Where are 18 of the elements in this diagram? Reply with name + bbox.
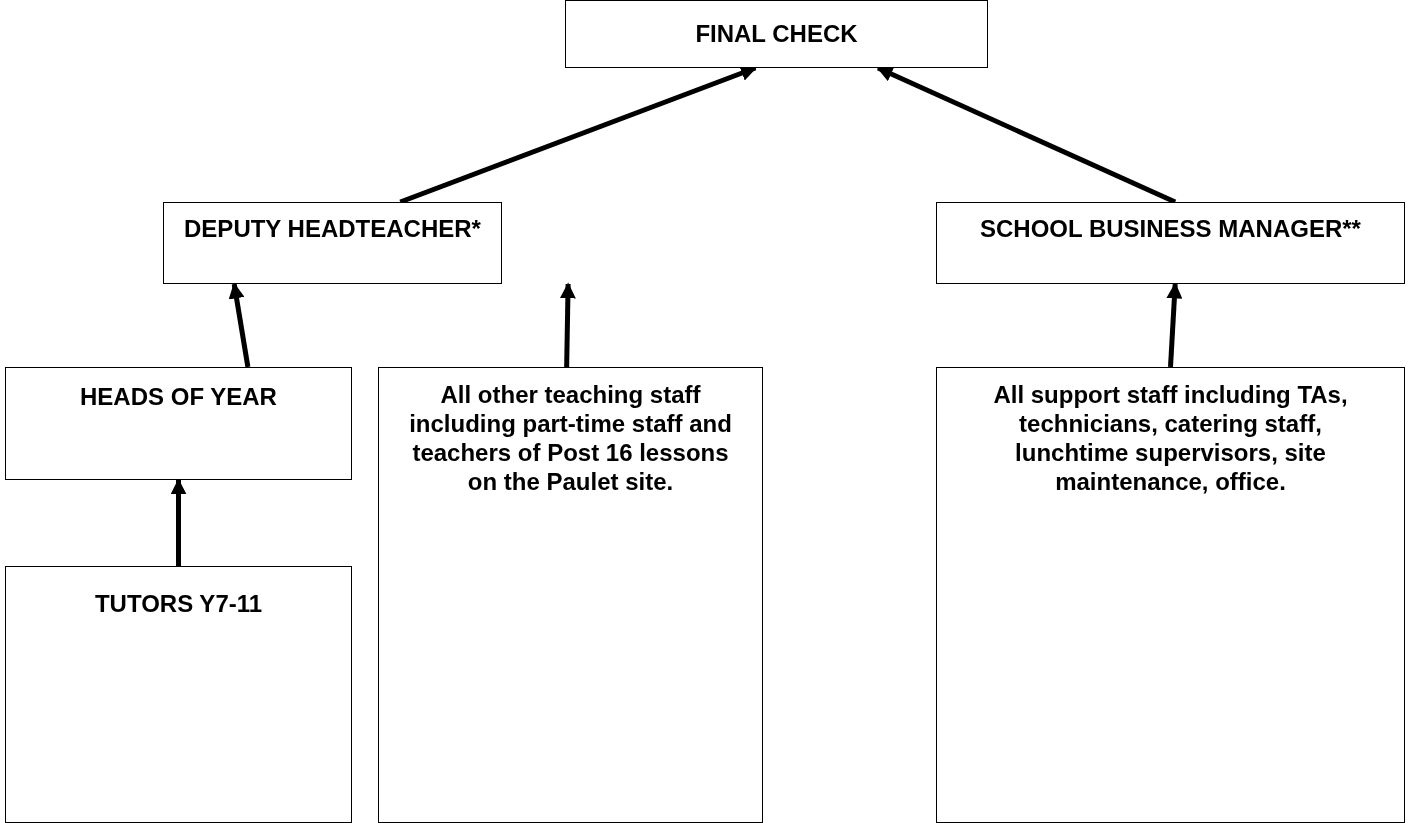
role-label: DEPUTY HEADTEACHER* [183, 214, 482, 243]
arrow [170, 478, 187, 566]
arrow [1166, 282, 1183, 368]
role-label: SCHOOL BUSINESS MANAGER** [979, 214, 1362, 243]
role-label: All other teaching staff including part-time staff and teachers of Post 16 lessons on the Paulet site. [408, 380, 733, 496]
org-box [163, 202, 502, 284]
org-box [936, 367, 1405, 823]
org-box [565, 0, 988, 68]
org-box [5, 566, 352, 823]
org-box [936, 202, 1405, 284]
role-label: FINAL CHECK [694, 19, 859, 48]
arrow [559, 282, 576, 368]
org-box [378, 367, 763, 823]
org-box [5, 367, 352, 480]
role-label: All support staff including TAs, technicians, catering staff, lunchtime supervisors, site maintenance, office. [992, 380, 1349, 496]
arrow [228, 282, 251, 368]
role-label: TUTORS Y7-11 [93, 589, 264, 618]
role-label: HEADS OF YEAR [79, 382, 278, 411]
